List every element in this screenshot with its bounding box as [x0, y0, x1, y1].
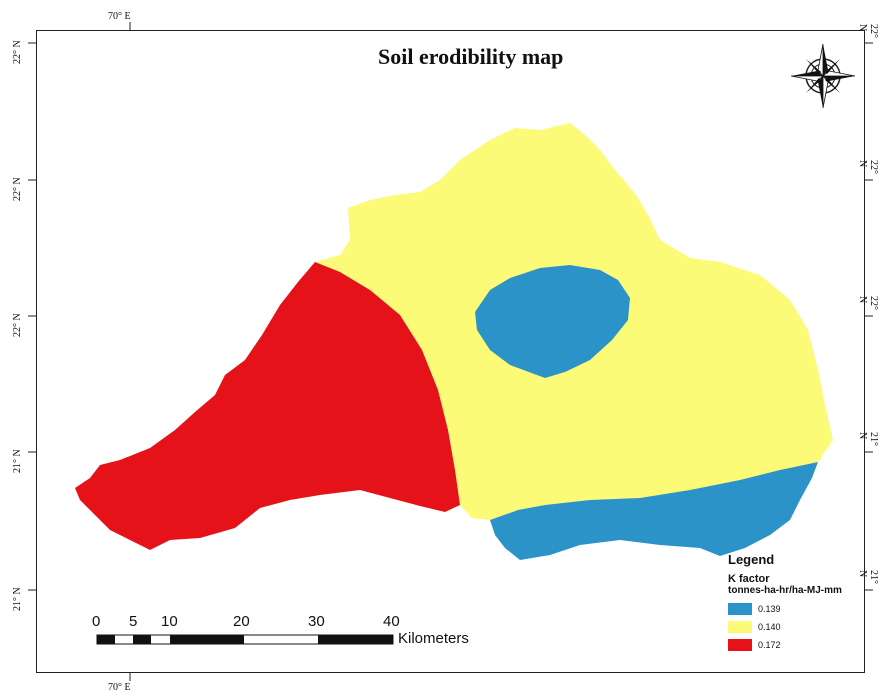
latitude-label-right: 21° N [857, 570, 879, 584]
legend-field-name: K factor [728, 573, 770, 585]
scale-tick-label: 5 [129, 613, 138, 630]
longitude-label-top: 70° E [108, 11, 131, 22]
legend-unit: tonnes-ha-hr/ha-MJ-mm [728, 585, 842, 596]
legend-item: 0.139 [728, 600, 842, 618]
latitude-label-right: 22° N [857, 296, 879, 310]
latitude-label-left: 21° N [12, 587, 23, 611]
legend-title: Legend [728, 552, 775, 567]
region-k-0139-central [475, 265, 630, 378]
latitude-label-right: 21° N [857, 432, 879, 446]
legend-swatch [728, 621, 752, 633]
legend-item-label: 0.172 [758, 640, 781, 650]
legend-item-label: 0.140 [758, 622, 781, 632]
region-k-0139-south [490, 462, 818, 560]
legend-swatch [728, 639, 752, 651]
latitude-label-right: 22° N [857, 160, 879, 174]
scale-tick-label: 40 [383, 613, 400, 630]
scale-tick-label: 0 [92, 613, 101, 630]
legend-item-label: 0.139 [758, 604, 781, 614]
latitude-label-left: 22° N [12, 177, 23, 201]
legend: Legend K factor tonnes-ha-hr/ha-MJ-mm 0.… [728, 552, 842, 654]
latitude-label-right: 22° N [857, 24, 879, 38]
longitude-label-bottom: 70° E [108, 682, 131, 693]
region-k-0172 [75, 262, 460, 550]
scale-tick-label: 10 [161, 613, 178, 630]
latitude-label-left: 21° N [12, 449, 23, 473]
legend-item: 0.140 [728, 618, 842, 636]
map-title: Soil erodibility map [378, 44, 564, 69]
scale-bar [96, 634, 394, 645]
map-frame [36, 30, 865, 673]
latitude-label-left: 22° N [12, 313, 23, 337]
scale-tick-label: 20 [233, 613, 250, 630]
compass-rose-icon [790, 43, 856, 109]
legend-swatch [728, 603, 752, 615]
latitude-label-left: 22° N [12, 40, 23, 64]
scale-tick-label: 30 [308, 613, 325, 630]
legend-item: 0.172 [728, 636, 842, 654]
scale-unit-label: Kilometers [398, 630, 469, 647]
